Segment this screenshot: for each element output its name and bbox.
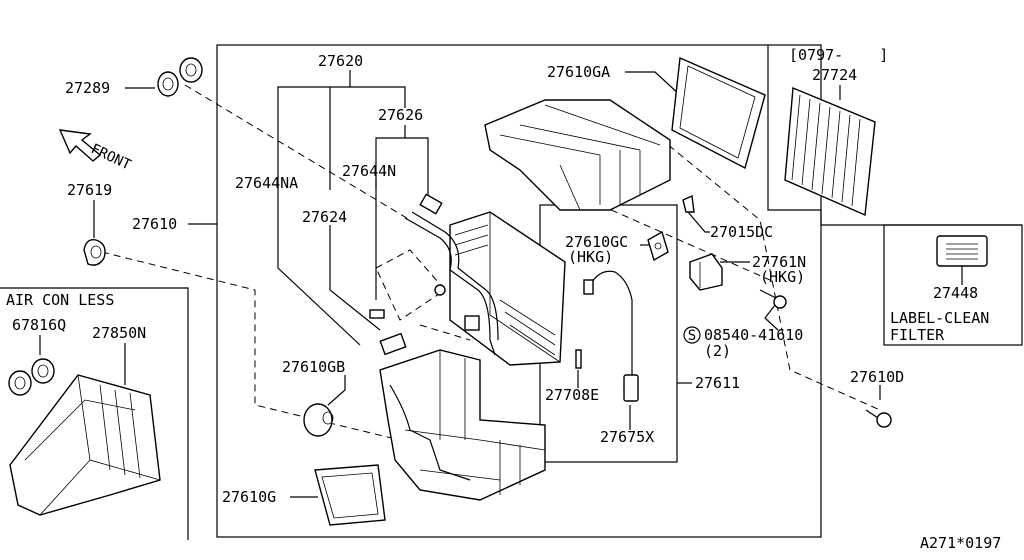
filter-27724 [784, 86, 876, 217]
screw-27610D [865, 409, 892, 428]
label-27619: 27619 [67, 181, 112, 199]
expansion-valve [369, 309, 480, 356]
label-27015DC: 27015DC [710, 223, 773, 241]
lower-case-housing [379, 349, 546, 501]
clip-27708E [575, 349, 582, 369]
upper-case-housing [484, 99, 671, 211]
label-air-con-less: AIR CON LESS [6, 291, 114, 309]
circled-s-icon: S [683, 326, 701, 344]
grommet-27289 [157, 57, 203, 97]
air-con-less-frame [0, 287, 189, 540]
label-hkg-2: (HKG) [760, 268, 805, 286]
label-27289: 27289 [65, 79, 110, 97]
label-27448: 27448 [933, 284, 978, 302]
label-front: FRONT [88, 141, 133, 174]
label-27724: 27724 [812, 66, 857, 84]
front-arrow-icon [58, 129, 102, 162]
thermo-sensor [583, 270, 639, 402]
connector-27761N [689, 253, 723, 291]
label-27761N: 27761N [752, 253, 806, 271]
grommet-27619 [83, 239, 106, 266]
label-27626: 27626 [378, 106, 423, 124]
label-bolt-qty: (2) [704, 342, 731, 360]
label-footer-code: A271*0197 [920, 534, 1001, 552]
label-27610GB: 27610GB [282, 358, 345, 376]
label-27610D: 27610D [850, 368, 904, 386]
bolt-08540 [759, 289, 787, 309]
label-27644NA: 27644NA [235, 174, 298, 192]
label-27611: 27611 [695, 374, 740, 392]
label-67816Q: 67816Q [12, 316, 66, 334]
label-27675X: 27675X [600, 428, 654, 446]
plug-27610GB [303, 403, 334, 437]
label-27610GA: 27610GA [547, 63, 610, 81]
label-label-clean: LABEL-CLEAN [890, 309, 989, 327]
seal-27610GC [647, 230, 669, 262]
label-bolt-code: 08540-41610 [704, 326, 803, 344]
evaporator-core [449, 211, 566, 366]
grommets-67816Q [8, 358, 55, 396]
label-hkg-1: (HKG) [568, 248, 613, 266]
label-filter: FILTER [890, 326, 945, 344]
bolt-symbol-text: S [688, 328, 696, 344]
label-27610G: 27610G [222, 488, 276, 506]
main-frame [216, 44, 822, 538]
label-card-icon [936, 235, 988, 267]
drain-bracket [389, 384, 471, 481]
label-27620: 27620 [318, 52, 363, 70]
label-27610: 27610 [132, 215, 177, 233]
label-27610GC: 27610GC [565, 233, 628, 251]
label-filter-box [883, 224, 1023, 346]
label-27624: 27624 [302, 208, 347, 226]
duct-27850N [9, 374, 161, 516]
filter-frame-27610GA [671, 56, 766, 170]
label-27708E: 27708E [545, 386, 599, 404]
clip-27015DC [682, 194, 695, 213]
label-date-code: [0797- ] [789, 46, 888, 64]
frame-27610G [314, 464, 386, 526]
evaporator-pipes [404, 193, 499, 356]
label-27850N: 27850N [92, 324, 146, 342]
label-27644N: 27644N [342, 162, 396, 180]
